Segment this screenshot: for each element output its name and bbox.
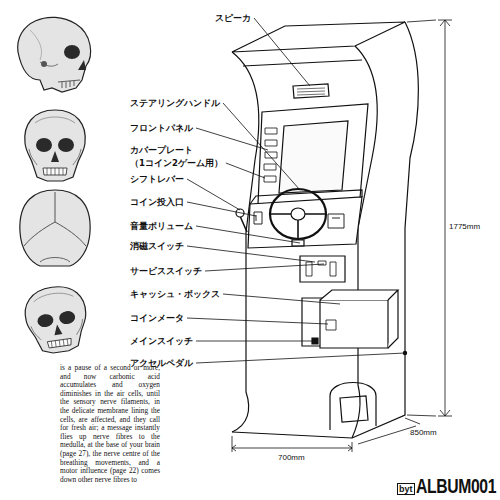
part-label: 消磁スイッチ [130,241,184,251]
monitor-screen [279,121,348,193]
coin-meter [326,320,336,330]
speaker-grille [293,84,329,98]
cash-box [320,300,388,348]
leader-line [187,179,240,210]
dimension-label: 850mm [410,428,437,438]
front-panel [258,104,368,204]
body-text: is a pause of a second or more, and now … [60,364,160,484]
logo-mark: byt [397,483,415,495]
accel-pedal [340,396,368,422]
album-title: ALBUM001 [416,476,496,496]
main-switch [312,338,318,344]
part-label: キャッシュ・ボックス [130,289,220,299]
skull-front [25,110,86,181]
leader-line [254,18,310,86]
shift-lever [240,216,247,232]
part-label: サービススイッチ [130,266,202,276]
coin-slot [254,212,262,224]
part-label: フロントパネル [130,123,193,133]
leader-line [187,246,315,262]
part-label: コインメータ [130,313,184,323]
control-panel [248,197,362,248]
dimension-label: 700mm [278,453,305,463]
part-label: （1コイン2ゲーム用） [130,158,223,168]
leader-line [187,318,328,324]
dimension-label: 1775mm [449,222,480,232]
leader-line [205,264,324,271]
leader-line [223,103,300,190]
leader-line [223,294,340,304]
leader-line [196,341,312,342]
leader-line [187,202,256,216]
steering-wheel [270,189,326,239]
part-label: ステアリングハンドル [130,98,220,108]
part-label: コイン投入口 [130,197,184,207]
dimension-lines [232,20,452,452]
leader-line [226,163,265,178]
coin-door [300,256,345,282]
skull-back [20,190,90,266]
arcade-cabinet [232,22,418,438]
skull-side [18,17,91,92]
part-label: メインスイッチ [130,336,193,346]
pedal-recess [330,383,376,431]
leader-line [196,128,268,150]
leader-line [196,353,405,363]
skull-angled [22,283,91,356]
leader-line [196,226,300,243]
part-label: シフトレバー [130,174,184,184]
part-label: カバープレート [130,145,193,155]
part-label: スピーカ [215,13,251,23]
part-label: 音量ボリューム [130,221,193,231]
